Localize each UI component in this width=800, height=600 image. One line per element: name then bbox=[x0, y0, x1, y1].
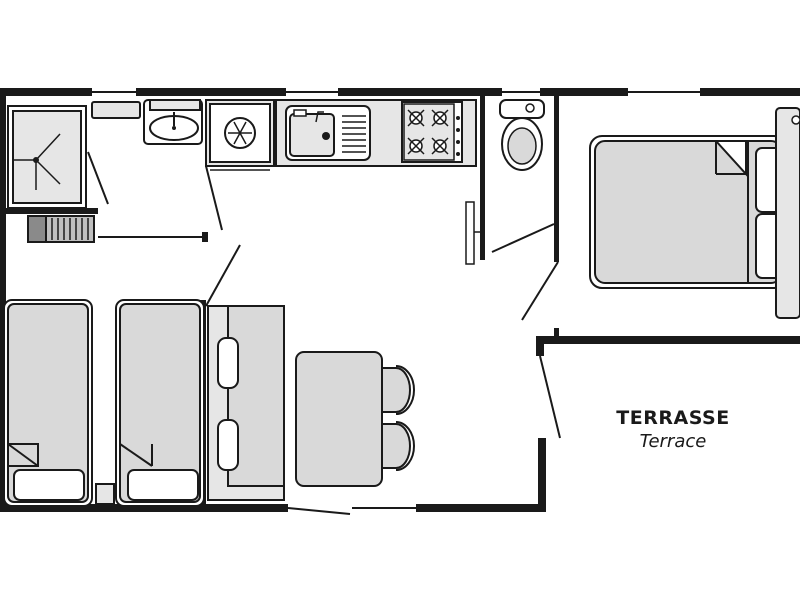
dining-table bbox=[295, 351, 415, 487]
terrace-title: TERRASSE bbox=[616, 407, 730, 429]
single-bed-left bbox=[3, 299, 93, 507]
toilet bbox=[465, 99, 545, 265]
single-bed-right bbox=[115, 299, 205, 507]
nightstand bbox=[95, 483, 115, 505]
bench-seat bbox=[207, 305, 285, 501]
terrace-subtitle: Terrace bbox=[639, 431, 707, 452]
shower bbox=[7, 105, 87, 209]
kitchen-counter bbox=[275, 99, 477, 167]
doors bbox=[87, 151, 561, 439]
fridge bbox=[205, 99, 275, 171]
washbasin bbox=[91, 99, 203, 145]
double-bed bbox=[589, 107, 800, 319]
radiator bbox=[27, 215, 95, 243]
